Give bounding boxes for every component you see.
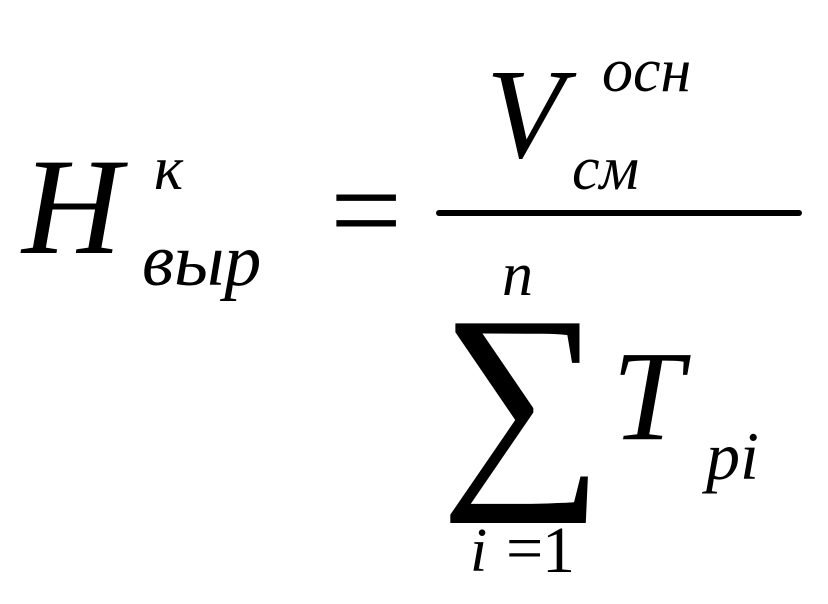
lhs-subscript: выр (142, 220, 262, 302)
sum-lower-value: 1 (542, 514, 575, 587)
equals-sign: = (330, 139, 403, 281)
lhs-main-symbol: H (22, 130, 122, 283)
sum-lower-equals: = (506, 512, 544, 585)
numerator-subscript: см (572, 135, 640, 203)
lhs-superscript: к (154, 135, 184, 203)
fraction-bar (436, 210, 802, 216)
sum-term-symbol: T (612, 325, 684, 467)
numerator-superscript: осн (602, 37, 692, 105)
sum-symbol: ∑ (440, 269, 604, 524)
sum-lower-index: i (470, 517, 488, 585)
sum-upper-limit: n (502, 241, 533, 309)
sum-term-subscript: pi (706, 418, 759, 494)
numerator-main-symbol: V (486, 43, 565, 185)
